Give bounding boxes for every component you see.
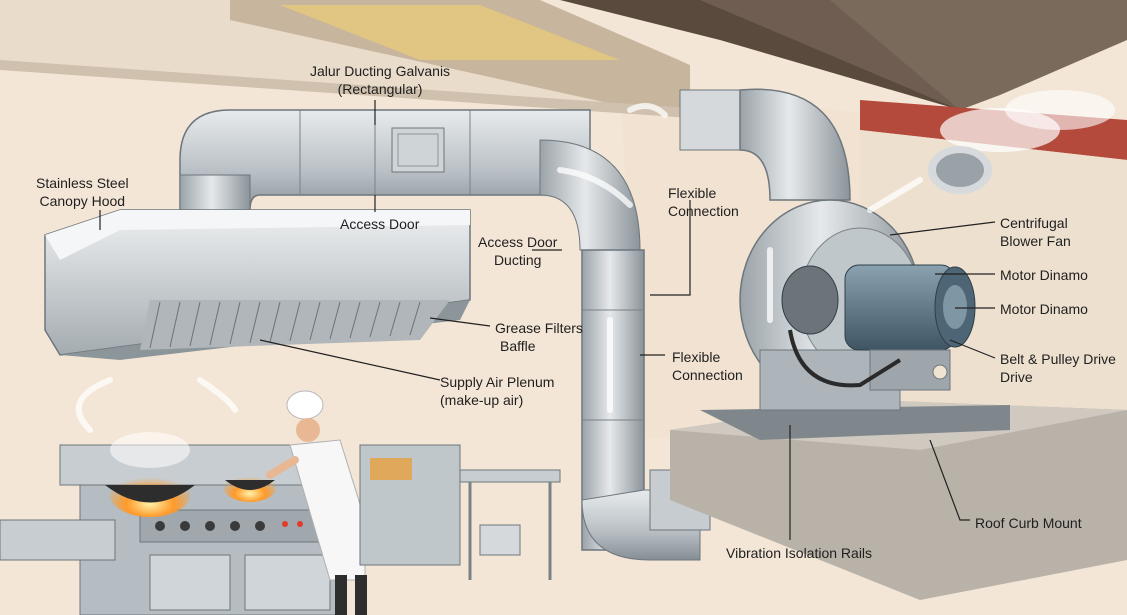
centrifugal-fan-label: Centrifugal Blower Fan <box>1000 215 1071 249</box>
motor-label-2: Motor Dinamo <box>1000 301 1088 317</box>
motor <box>781 264 976 391</box>
canopy-hood-label: Stainless Steel Canopy Hood <box>36 175 129 209</box>
supply-air-label: Supply Air Plenum (make-up air) <box>440 374 555 408</box>
motor-label-1: Motor Dinamo <box>1000 267 1088 283</box>
chef-figure <box>266 390 367 615</box>
canopy-hood <box>44 209 471 360</box>
main-duct <box>179 109 641 251</box>
ceiling-structure <box>0 0 690 118</box>
fryer-and-table <box>359 444 561 580</box>
wok-flame <box>105 432 276 517</box>
access-door-ducting-label: Access Door Ducting <box>478 234 558 268</box>
exhaust-steam <box>928 90 1115 194</box>
leader-lines <box>99 100 996 540</box>
access-door-label: Access Door <box>340 216 420 232</box>
vibration-rails-label: Vibration Isolation Rails <box>726 545 873 561</box>
airflow-arrow <box>75 103 923 433</box>
roof-curb-label: Roof Curb Mount <box>975 515 1082 531</box>
belt-pulley-label: Belt & Pulley Drive Drive <box>1000 351 1116 385</box>
flexible-connection-bottom-label: Flexible Connection <box>672 349 743 383</box>
flexible-connection-top-label: Flexible Connection <box>668 185 739 219</box>
roof-curb <box>670 400 1127 600</box>
grease-filters-label: Grease Filters Baffle <box>495 320 583 354</box>
duct-main-label: Jalur Ducting Galvanis (Rectangular) <box>310 63 451 97</box>
fan-inlet-duct <box>679 88 851 201</box>
